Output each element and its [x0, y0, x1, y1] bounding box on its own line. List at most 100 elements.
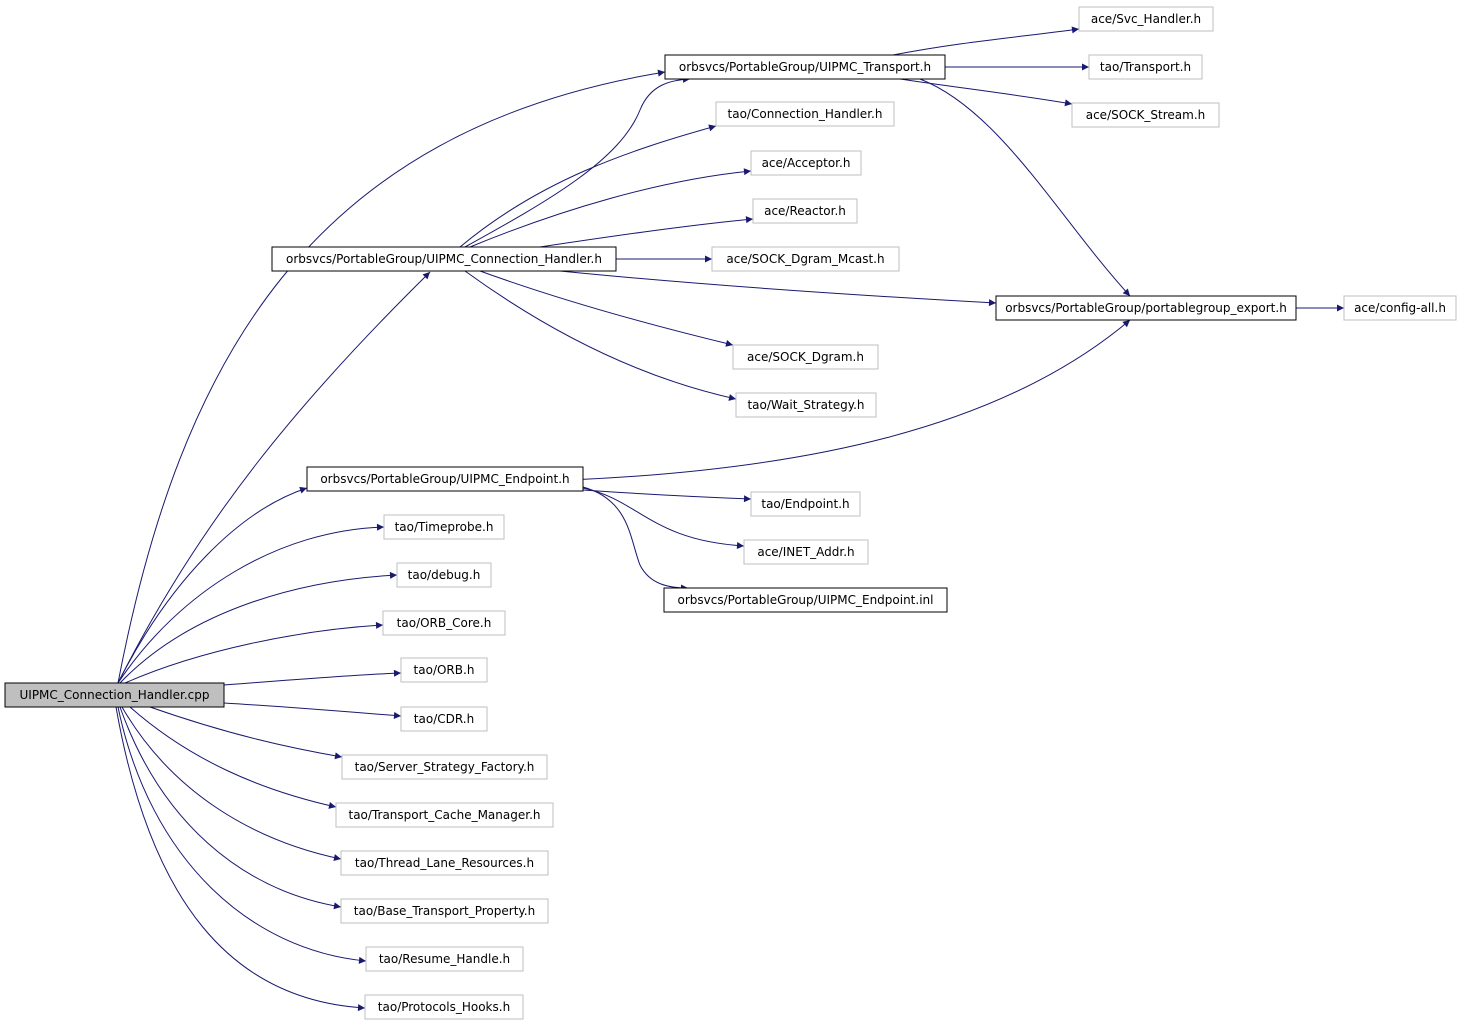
nodes-layer: UIPMC_Connection_Handler.cpp orbsvcs/Port…: [4, 6, 1457, 1020]
node-label: orbsvcs/PortableGroup/UIPMC_Endpoint.inl: [678, 593, 934, 607]
node-sock-dgram-mcast-h: ace/SOCK_Dgram_Mcast.h: [711, 246, 900, 272]
node-box: [396, 562, 492, 588]
node-label: tao/Protocols_Hooks.h: [378, 1000, 510, 1014]
node-root[interactable]: UIPMC_Connection_Handler.cpp: [4, 682, 225, 708]
node-tao-connection-handler-h: tao/Connection_Handler.h: [715, 101, 895, 127]
node-wait-strategy-h: tao/Wait_Strategy.h: [735, 392, 877, 418]
node-box: [400, 706, 488, 732]
node-label: ace/Acceptor.h: [762, 156, 851, 170]
edge-root-to-thread-lane-resources-h: [121, 706, 342, 861]
node-label: tao/Transport.h: [1100, 60, 1191, 74]
node-tao-transport-h: tao/Transport.h: [1088, 54, 1203, 80]
node-box: [750, 491, 861, 517]
node-endpoint-h[interactable]: orbsvcs/PortableGroup/UIPMC_Endpoint.h: [306, 466, 584, 492]
edge-endpoint-h-to-endpoint-inl: [582, 486, 689, 592]
node-box: [1343, 295, 1457, 321]
node-box: [735, 392, 877, 418]
node-sock-dgram-h: ace/SOCK_Dgram.h: [732, 344, 879, 370]
node-config-all-h: ace/config-all.h: [1343, 295, 1457, 321]
node-box: [306, 466, 584, 492]
node-orb-core-h: tao/ORB_Core.h: [382, 610, 506, 636]
node-label: tao/Resume_Handle.h: [379, 952, 510, 966]
node-label: ace/Svc_Handler.h: [1091, 12, 1201, 26]
node-label: ace/config-all.h: [1354, 301, 1446, 315]
edge-transport-h-to-svc-handler-h: [892, 26, 1080, 56]
node-inet-addr-h: ace/INET_Addr.h: [743, 539, 869, 565]
node-label: tao/Transport_Cache_Manager.h: [349, 808, 541, 822]
node-box: [743, 539, 869, 565]
node-label: tao/Timeprobe.h: [395, 520, 494, 534]
node-box: [382, 610, 506, 636]
node-endpoint-inl[interactable]: orbsvcs/PortableGroup/UIPMC_Endpoint.inl: [663, 587, 948, 613]
node-label: tao/Endpoint.h: [761, 497, 849, 511]
edge-connection-handler-h-to-sock-dgram-h: [479, 270, 734, 347]
node-cdr-h: tao/CDR.h: [400, 706, 488, 732]
node-label: tao/Server_Strategy_Factory.h: [355, 760, 535, 774]
edges-layer: [115, 26, 1344, 1012]
edge-root-to-transport-h: [117, 69, 666, 684]
node-box: [663, 587, 948, 613]
node-orb-h: tao/ORB.h: [400, 657, 488, 683]
node-label: tao/CDR.h: [414, 712, 474, 726]
node-server-strategy-factory-h: tao/Server_Strategy_Factory.h: [341, 754, 548, 780]
node-box: [750, 150, 862, 176]
node-connection-handler-h[interactable]: orbsvcs/PortableGroup/UIPMC_Connection_H…: [271, 246, 617, 272]
edge-connection-handler-h-to-portablegroup-export-h: [559, 270, 997, 307]
node-box: [364, 994, 524, 1020]
node-label: tao/ORB.h: [414, 663, 475, 677]
node-thread-lane-resources-h: tao/Thread_Lane_Resources.h: [340, 850, 549, 876]
node-label: orbsvcs/PortableGroup/portablegroup_expo…: [1005, 301, 1287, 315]
node-protocols-hooks-h: tao/Protocols_Hooks.h: [364, 994, 524, 1020]
edge-root-to-server-strategy-factory-h: [149, 706, 343, 760]
node-box: [383, 514, 505, 540]
node-label: tao/ORB_Core.h: [397, 616, 492, 630]
edge-endpoint-h-to-portablegroup-export-h: [569, 319, 1131, 481]
node-box: [400, 657, 488, 683]
node-box: [271, 246, 617, 272]
node-label: orbsvcs/PortableGroup/UIPMC_Transport.h: [679, 60, 931, 74]
node-label: ace/INET_Addr.h: [757, 545, 854, 559]
node-box: [1071, 102, 1220, 128]
node-transport-h[interactable]: orbsvcs/PortableGroup/UIPMC_Transport.h: [664, 54, 946, 80]
edge-connection-handler-h-to-transport-h: [464, 75, 691, 248]
edge-root-to-debug-h: [119, 571, 398, 684]
edge-connection-handler-h-to-wait-strategy-h: [464, 270, 737, 401]
node-label: tao/Connection_Handler.h: [728, 107, 883, 121]
node-box: [732, 344, 879, 370]
node-base-transport-property-h: tao/Base_Transport_Property.h: [340, 898, 549, 924]
node-label: tao/Base_Transport_Property.h: [354, 904, 535, 918]
node-svc-handler-h: ace/Svc_Handler.h: [1078, 6, 1214, 32]
node-label: orbsvcs/PortableGroup/UIPMC_Connection_H…: [286, 252, 602, 266]
edge-transport-h-to-sock-stream-h: [899, 78, 1073, 107]
node-box: [752, 198, 858, 224]
node-box: [340, 898, 549, 924]
node-box: [340, 850, 549, 876]
edge-root-to-transport-cache-manager-h: [129, 706, 337, 809]
edge-transport-h-to-portablegroup-export-h: [919, 78, 1131, 297]
node-label: ace/SOCK_Dgram_Mcast.h: [726, 252, 884, 266]
node-box: [365, 946, 524, 972]
edge-endpoint-h-to-inet-addr-h: [582, 487, 745, 550]
node-portablegroup-export-h[interactable]: orbsvcs/PortableGroup/portablegroup_expo…: [995, 295, 1297, 321]
edge-root-to-endpoint-h: [117, 486, 308, 684]
node-label: tao/debug.h: [408, 568, 481, 582]
edge-root-to-protocols-hooks-h: [115, 706, 366, 1012]
node-timeprobe-h: tao/Timeprobe.h: [383, 514, 505, 540]
edge-root-to-timeprobe-h: [117, 523, 385, 684]
node-transport-cache-manager-h: tao/Transport_Cache_Manager.h: [335, 802, 554, 828]
node-label: ace/SOCK_Stream.h: [1086, 108, 1206, 122]
node-label: tao/Wait_Strategy.h: [747, 398, 864, 412]
node-box: [715, 101, 895, 127]
node-box: [1088, 54, 1203, 80]
node-label: UIPMC_Connection_Handler.cpp: [20, 688, 210, 702]
node-acceptor-h: ace/Acceptor.h: [750, 150, 862, 176]
node-box: [664, 54, 946, 80]
edge-root-to-base-transport-property-h: [119, 706, 342, 910]
edge-root-to-resume-handle-h: [117, 706, 367, 964]
edge-connection-handler-h-to-tao-connection-handler-h: [459, 124, 717, 248]
node-reactor-h: ace/Reactor.h: [752, 198, 858, 224]
node-box: [995, 295, 1297, 321]
node-label: tao/Thread_Lane_Resources.h: [355, 856, 534, 870]
node-box: [335, 802, 554, 828]
